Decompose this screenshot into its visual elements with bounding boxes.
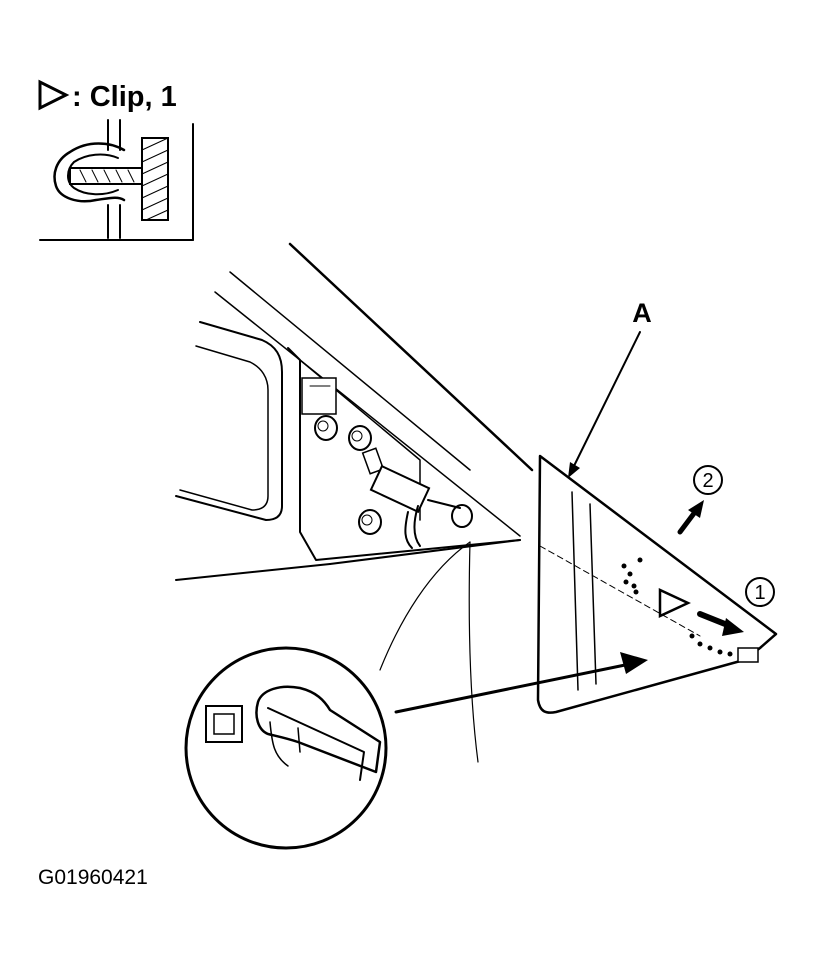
detail-pointer-arrow <box>394 652 648 714</box>
hidden-clip-marks <box>621 557 733 657</box>
step-1-number: 1 <box>754 582 765 604</box>
part-a-leader <box>571 331 641 471</box>
triangle-outline-icon <box>38 79 70 111</box>
clip-cross-section <box>53 119 169 239</box>
detail-magnifier <box>184 646 388 850</box>
legend: : Clip, 1 <box>38 79 194 241</box>
trim-panel-a <box>536 454 778 714</box>
direction-arrow-1 <box>697 611 744 636</box>
step-1-callout: 1 <box>745 577 775 607</box>
part-a-label: A <box>632 298 652 328</box>
legend-title: : Clip, 1 <box>72 81 177 113</box>
legend-frame <box>39 123 194 241</box>
direction-arrow-2 <box>677 500 704 535</box>
mounting-stud <box>348 425 372 451</box>
body-structure <box>175 242 534 763</box>
mounting-stud <box>358 509 382 535</box>
wire-harness-connector <box>369 464 461 549</box>
clip-position-triangle-icon <box>658 588 691 618</box>
mounting-stud <box>314 415 338 441</box>
step-2-callout: 2 <box>693 465 723 495</box>
mounting-stud <box>451 504 473 528</box>
figure-id: G01960421 <box>38 866 148 889</box>
step-2-number: 2 <box>702 470 713 492</box>
